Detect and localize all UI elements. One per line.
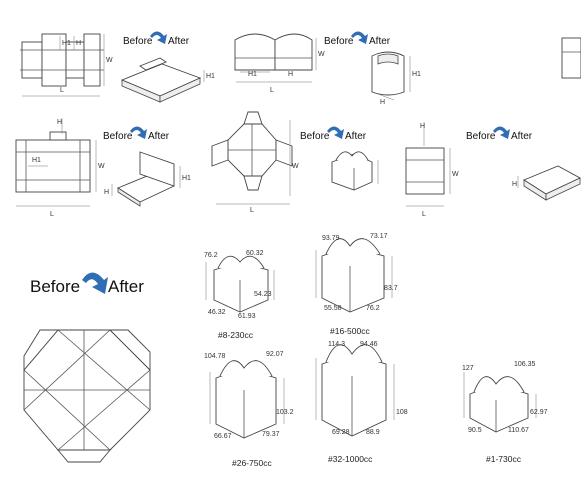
- curved-arrow-icon: [82, 272, 108, 294]
- size-item: 76.2 60.32 54.23 46.32 61.93 #8-230cc: [204, 250, 275, 340]
- octagon-flat-template: [23, 329, 151, 463]
- curved-arrow-icon: [150, 31, 167, 44]
- dim-value: 88.9: [366, 429, 380, 436]
- dim-value: 62.97: [530, 409, 548, 416]
- dim-value: 76.2: [366, 305, 380, 312]
- after-label: After: [369, 36, 391, 47]
- dim-value: 76.2: [204, 252, 218, 259]
- before-after-label-4: Before After: [300, 126, 367, 142]
- dim-value: 73.17: [370, 233, 388, 240]
- dim-label-l: L: [422, 211, 426, 218]
- dim-value: 93.79: [322, 235, 340, 242]
- size-name: #32-1000cc: [328, 454, 373, 464]
- flat-template-c: [561, 37, 581, 79]
- before-label: Before: [30, 277, 80, 296]
- dim-label-h1: H1: [206, 73, 215, 80]
- dim-label-w: W: [292, 163, 299, 170]
- dim-value: 108: [396, 409, 408, 416]
- flat-template-e: L W: [211, 111, 299, 214]
- dim-value: 104.78: [204, 353, 226, 360]
- dim-label-l: L: [250, 207, 254, 214]
- dim-value: 83.7: [384, 285, 398, 292]
- dim-label-h1: H1: [182, 175, 191, 182]
- dim-label-h: H: [288, 71, 293, 78]
- size-name: #16-500cc: [330, 326, 370, 336]
- before-label: Before: [300, 131, 330, 142]
- dim-label-w: W: [318, 51, 325, 58]
- dim-value: 106.35: [514, 361, 536, 368]
- after-label: After: [108, 277, 144, 296]
- folded-sleeve-b: H1 H: [371, 51, 421, 106]
- before-after-label-5: Before After: [466, 126, 533, 142]
- curved-arrow-icon: [130, 126, 147, 139]
- after-label: After: [168, 36, 190, 47]
- flat-template-d: H1 H L W: [15, 118, 105, 218]
- after-label: After: [148, 131, 170, 142]
- size-name: #26-750cc: [232, 458, 272, 468]
- dim-label-h1: H1: [32, 157, 41, 164]
- before-label: Before: [466, 131, 496, 142]
- folded-box-d: H1 H: [104, 151, 191, 207]
- before-after-label-large: Before After: [30, 272, 144, 296]
- flat-template-b: H1 H L W: [234, 33, 325, 94]
- before-after-label-2: Before After: [324, 31, 391, 47]
- dim-value: 61.93: [238, 313, 256, 320]
- before-after-label-1: Before After: [123, 31, 190, 47]
- after-label: After: [345, 131, 367, 142]
- folded-tray-a: H1: [120, 57, 215, 103]
- dim-value: 127: [462, 365, 474, 372]
- dim-value: 66.67: [214, 433, 232, 440]
- flat-template-f: H L W: [405, 122, 459, 218]
- dim-value: 110.67: [508, 427, 529, 434]
- curved-arrow-icon: [351, 31, 368, 44]
- dim-label-l: L: [50, 211, 54, 218]
- dim-label-h: H: [512, 181, 517, 188]
- dim-label-h: H: [380, 99, 385, 106]
- dim-label-h: H: [104, 189, 109, 196]
- dim-value: 92.07: [266, 351, 284, 358]
- size-name: #1-730cc: [486, 454, 522, 464]
- dim-value: 55.58: [324, 305, 342, 312]
- dim-label-w: W: [106, 57, 113, 64]
- dim-label-l: L: [60, 87, 64, 94]
- before-after-label-3: Before After: [103, 126, 170, 142]
- dim-label-h1: H1: [248, 71, 257, 78]
- folded-tray-f: H: [512, 165, 581, 201]
- dim-value: 69.28: [332, 429, 350, 436]
- dim-label-h: H: [57, 119, 62, 126]
- size-name: #8-230cc: [218, 330, 254, 340]
- flat-template-a: L W H1 H: [20, 33, 113, 97]
- before-label: Before: [103, 131, 133, 142]
- dim-label-l: L: [270, 87, 274, 94]
- dim-label-h: H: [420, 123, 425, 130]
- dim-value: 90.5: [468, 427, 482, 434]
- size-item: 104.78 92.07 103.2 66.67 79.37 #26-750cc: [204, 351, 294, 468]
- dim-label-h1: H1: [412, 71, 421, 78]
- before-label: Before: [123, 36, 153, 47]
- after-label: After: [511, 131, 533, 142]
- dim-value: 54.23: [254, 291, 272, 298]
- size-item: 93.79 73.17 83.7 55.58 76.2 #16-500cc: [315, 233, 398, 336]
- dim-label-h1: H1: [62, 40, 71, 47]
- curved-arrow-icon: [493, 126, 510, 139]
- dim-value: 46.32: [208, 309, 226, 316]
- dim-value: 79.37: [262, 431, 280, 438]
- dim-value: 114.3: [328, 341, 345, 348]
- dim-value: 103.2: [276, 409, 294, 416]
- dim-label-w: W: [452, 171, 459, 178]
- dim-value: 94.46: [360, 341, 378, 348]
- curved-arrow-icon: [327, 126, 344, 139]
- size-item: 127 106.35 62.97 90.5 110.67 #1-730cc: [462, 361, 548, 464]
- dim-label-h: H: [76, 40, 81, 47]
- dim-label-w: W: [98, 163, 105, 170]
- before-label: Before: [324, 36, 354, 47]
- dim-value: 60.32: [246, 250, 264, 257]
- folded-container-e: [331, 151, 379, 191]
- size-item: 114.3 94.46 108 69.28 88.9 #32-1000cc: [315, 341, 408, 464]
